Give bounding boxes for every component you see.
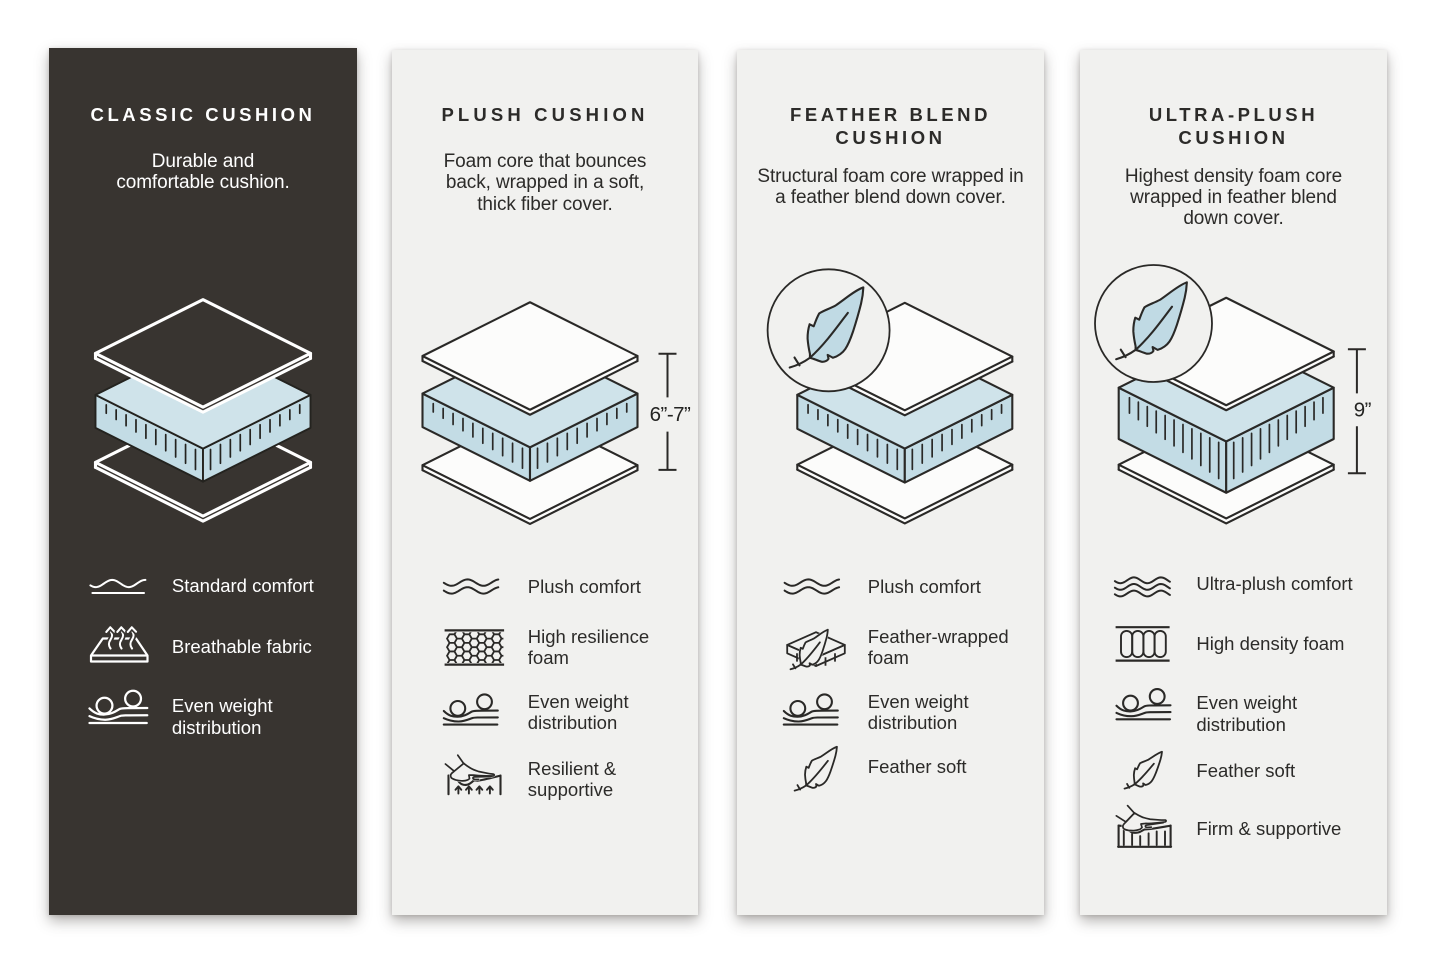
svg-text:9”: 9” [1354, 398, 1372, 421]
svg-text:6”-7”: 6”-7” [650, 403, 691, 426]
